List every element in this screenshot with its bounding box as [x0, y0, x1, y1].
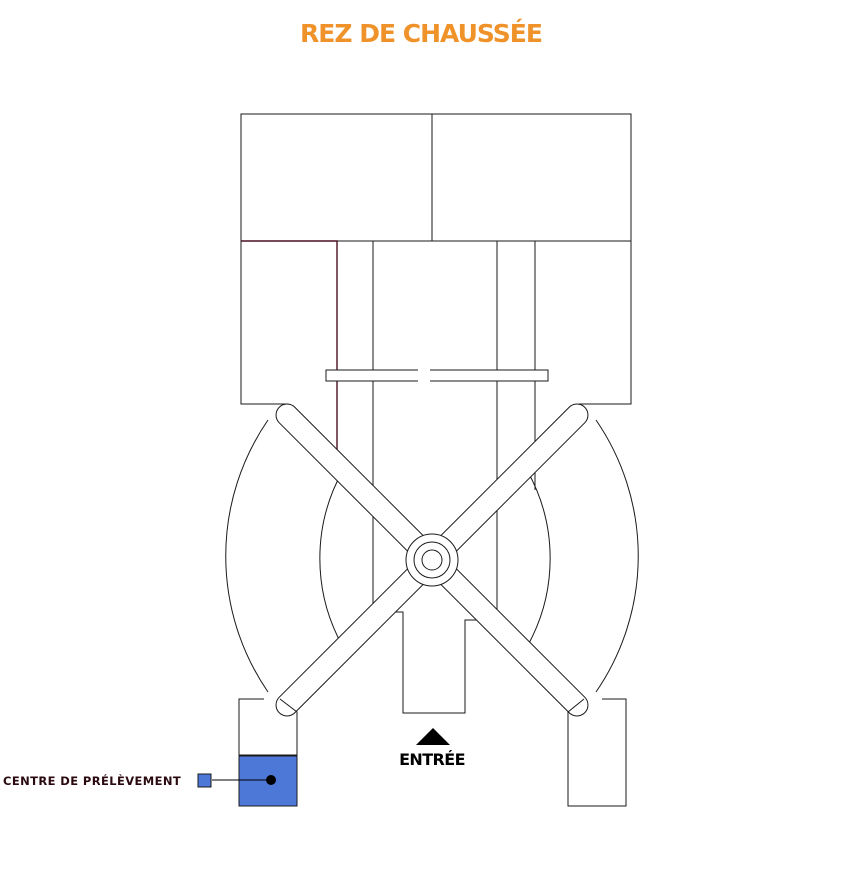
bottom-right-wing	[567, 698, 627, 807]
central-hub	[405, 533, 459, 587]
page-title: REZ DE CHAUSSÉE	[300, 19, 542, 48]
entrance-corridor	[373, 611, 497, 714]
entrance-label: ENTRÉE	[399, 750, 465, 769]
legend: CENTRE DE PRÉLÈVEMENT	[3, 773, 212, 788]
room-marker-dot	[266, 775, 276, 785]
entrance-arrow-icon	[416, 728, 450, 745]
highlight-wall	[241, 240, 338, 455]
middle-wing	[240, 240, 632, 612]
legend-item-label: CENTRE DE PRÉLÈVEMENT	[3, 773, 181, 788]
legend-swatch	[197, 773, 212, 788]
curved-wings	[225, 419, 639, 693]
top-wing	[240, 113, 632, 242]
